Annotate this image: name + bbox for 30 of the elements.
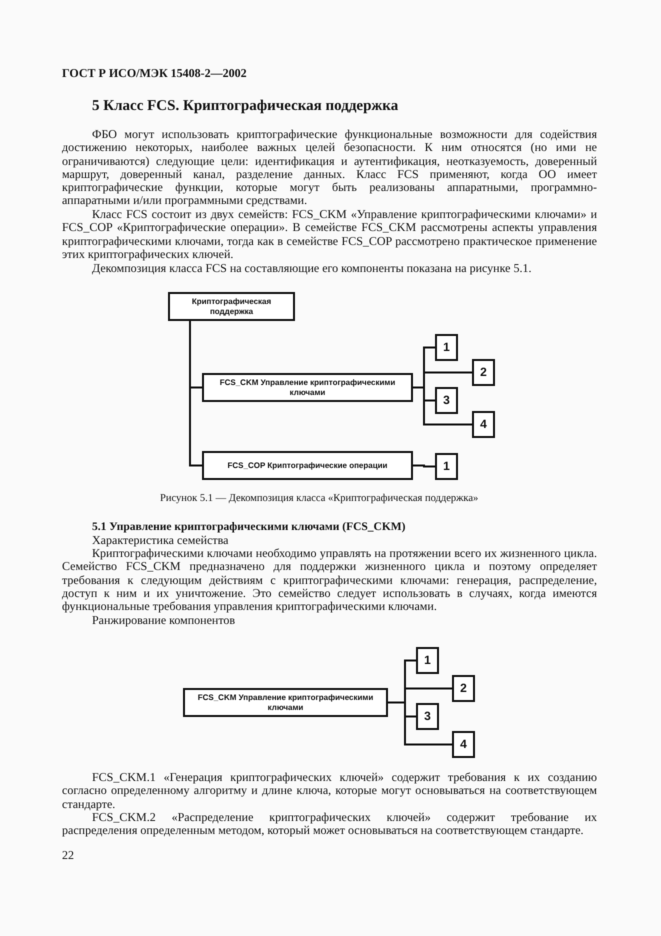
page-header: ГОСТ Р ИСО/МЭК 15408-2—2002: [62, 67, 248, 80]
subheading: Характеристика семейства: [92, 534, 230, 548]
component-number-box: 2: [472, 359, 495, 386]
section-heading: 5.1 Управление криптографическими ключами (FCS_CKM): [92, 521, 406, 534]
component-number-box: 1: [416, 647, 439, 674]
connector-line: [413, 464, 435, 468]
body-paragraph: Класс FCS состоит из двух семейств: FCS_CKM «Управление криптографическими ключами» и FCS_COP «Криптографические операции». В семействе FCS_CKM рассмотрены аспекты управления криптографическими ключами, тогда как в семействе FCS_COP рассмотрено практическое применение этих криптографических ключей.: [62, 208, 597, 262]
body-paragraph: Криптографическими ключами необходимо управлять на протяжении всего их жизненного цикла. Семейство FCS_CKM предназначено для поддержки жизненного цикла и поэтому определяет требования к следующим действиям с криптографическими ключами: генерация, распределение, доступ к ним и их уничтожение. Это семейство следует использовать в случаях, когда имеются функциональные требования управления криптографическими ключами.: [62, 547, 597, 614]
page-number: 22: [62, 849, 75, 862]
body-paragraph: FCS_CKM.2 «Распределение криптографических ключей» содержит требование их распределения определенным методом, который может основываться на соответствующем стандарте.: [62, 811, 597, 838]
process-box: FCS_CKM Управление криптографическими ключами: [183, 688, 388, 717]
process-box: Криптографическая поддержка: [168, 292, 295, 321]
body-paragraph: FCS_CKM.1 «Генерация криптографических ключей» содержит требования к их созданию согласно определенному алгоритму и длине ключа, которые могут основываться на соответствующем стандарте.: [62, 771, 597, 811]
body-paragraph: Декомпозиция класса FCS на составляющие его компоненты показана на рисунке 5.1.: [91, 262, 532, 276]
figure-caption: Рисунок 5.1 — Декомпозиция класса «Криптографическая поддержка»: [160, 492, 478, 506]
process-box: FCS_COP Криптографические операции: [202, 451, 413, 480]
section-title: 5 Класс FCS. Криптографическая поддержка: [92, 97, 398, 115]
component-number-box: 1: [435, 334, 458, 361]
component-number-box: 2: [452, 675, 475, 702]
component-number-box: 3: [435, 387, 458, 414]
component-number-box: 3: [416, 703, 439, 730]
connector-line: [388, 702, 452, 746]
connector-line: [413, 386, 472, 426]
body-paragraph: ФБО могут использовать криптографические функциональные возможности для содействия достижению некоторых, наиболее важных целей безопасности. К ним относятся (но ими не ограничиваются) следующие цели: идентификация и аутентификация, неотказуемость, доверенный маршрут, доверенный канал, разделение данных. Класс FCS применяют, когда ОО имеет криптографические функции, которые могут быть реализованы аппаратными, программно-аппаратными и/или программными средствами.: [62, 128, 597, 208]
process-box: FCS_CKM Управление криптографическими ключами: [202, 373, 413, 402]
component-number-box: 4: [452, 731, 475, 758]
connector-line: [189, 321, 202, 466]
component-number-box: 1: [435, 453, 458, 480]
subheading: Ранжирование компонентов: [92, 614, 236, 628]
component-number-box: 4: [472, 411, 495, 438]
